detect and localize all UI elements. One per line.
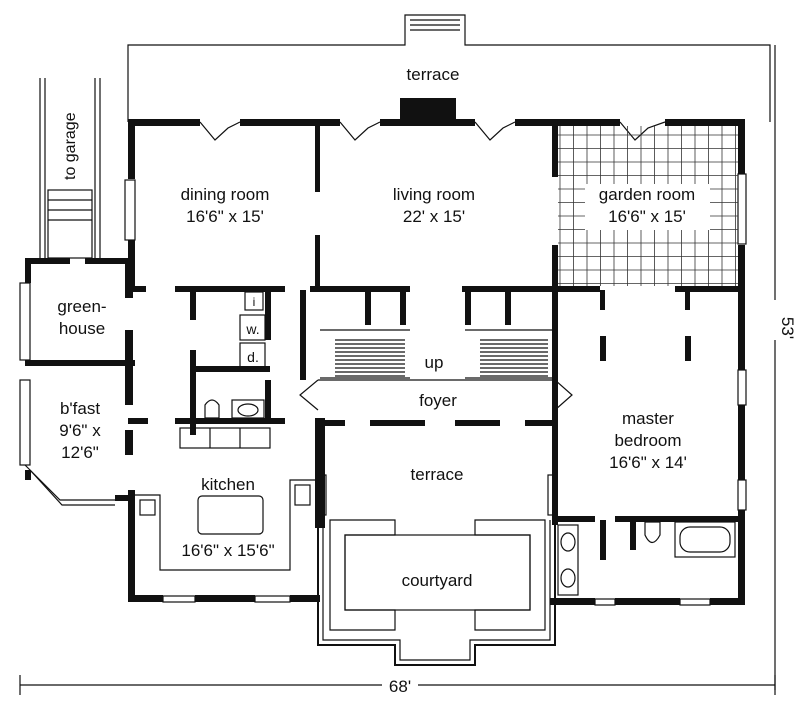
interior-walls bbox=[128, 122, 745, 560]
master-bedroom-label-1: master bbox=[622, 409, 674, 428]
kitchen-fixtures bbox=[135, 427, 315, 571]
kitchen-label: kitchen bbox=[201, 475, 255, 494]
stairs-up-label: up bbox=[425, 353, 444, 372]
foyer-outline bbox=[299, 379, 573, 411]
bfast-label: b'fast bbox=[60, 399, 100, 418]
terrace-top-label: terrace bbox=[407, 65, 460, 84]
to-garage-label: to garage bbox=[62, 112, 79, 180]
kitchen-size: 16'6" x 15'6" bbox=[181, 541, 274, 560]
windows bbox=[19, 173, 747, 606]
garden-room-label: garden room bbox=[599, 185, 695, 204]
washer-label: w. bbox=[245, 321, 259, 337]
terrace-outline bbox=[127, 14, 771, 122]
garden-room-size: 16'6" x 15' bbox=[608, 207, 686, 226]
water-heater-label: i bbox=[253, 295, 256, 309]
living-room-label: living room bbox=[393, 185, 475, 204]
courtyard-structure bbox=[317, 515, 556, 666]
width-dimension: 68' bbox=[389, 677, 411, 696]
master-bedroom-label-2: bedroom bbox=[614, 431, 681, 450]
powder-room-fixtures bbox=[204, 399, 265, 419]
staircase-left bbox=[320, 329, 410, 379]
exterior-walls bbox=[25, 119, 745, 605]
courtyard-label: courtyard bbox=[402, 571, 473, 590]
terrace-mid-label: terrace bbox=[411, 465, 464, 484]
dining-room-label: dining room bbox=[181, 185, 270, 204]
dryer-label: d. bbox=[247, 349, 259, 365]
garage-walkway bbox=[39, 78, 101, 259]
greenhouse-label-1: green- bbox=[57, 297, 106, 316]
greenhouse-label-2: house bbox=[59, 319, 105, 338]
depth-dimension: 53' bbox=[778, 317, 797, 339]
staircase-right bbox=[465, 329, 553, 379]
laundry-appliances bbox=[239, 291, 266, 369]
bfast-size-2: 12'6" bbox=[61, 443, 99, 462]
bath-fixtures bbox=[557, 521, 736, 596]
foyer-label: foyer bbox=[419, 391, 457, 410]
dining-room-size: 16'6" x 15' bbox=[186, 207, 264, 226]
living-room-size: 22' x 15' bbox=[403, 207, 465, 226]
master-bedroom-size: 16'6" x 14' bbox=[609, 453, 687, 472]
bfast-size-1: 9'6" x bbox=[59, 421, 101, 440]
